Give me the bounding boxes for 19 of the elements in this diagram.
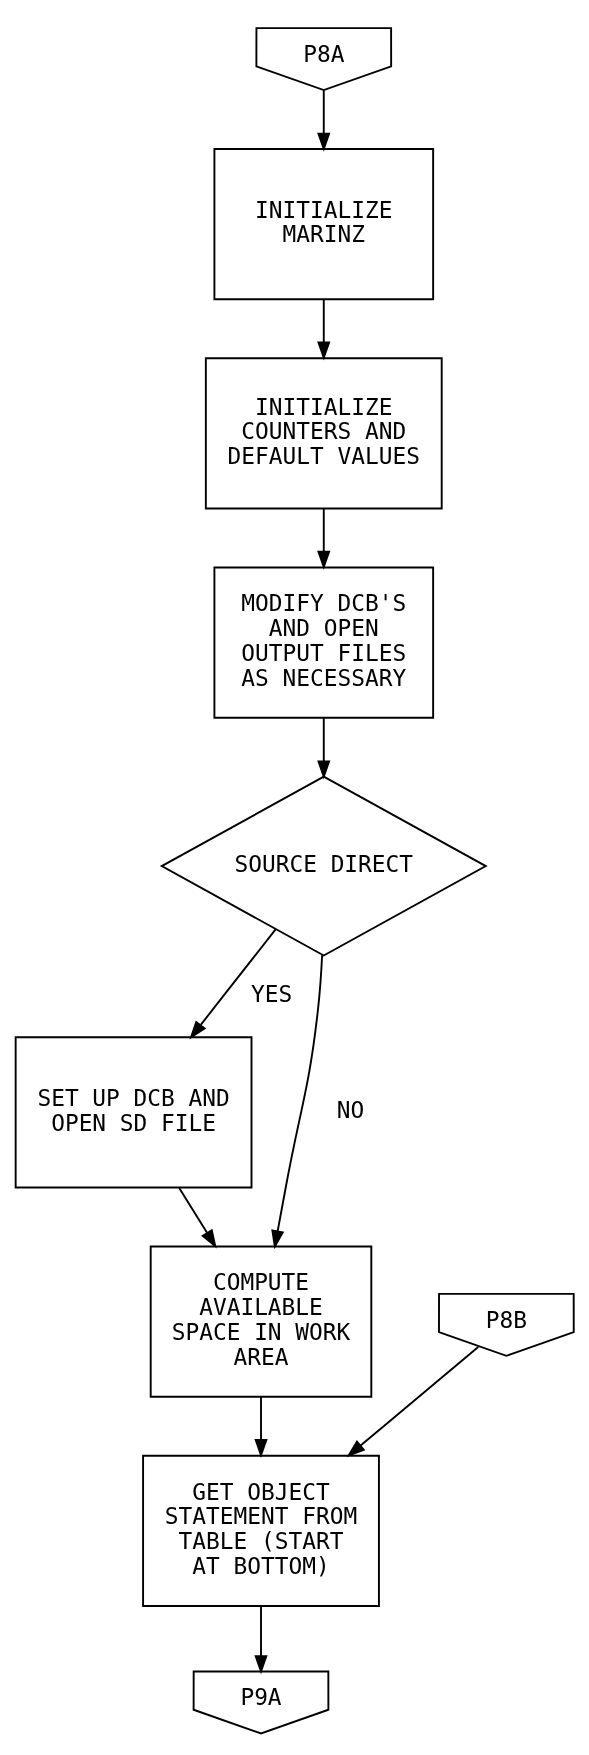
arrow [254, 1396, 268, 1459]
arrow [317, 298, 331, 361]
node-box: GET OBJECT STATEMENT FROM TABLE (START AT BOTTOM) [142, 1454, 380, 1607]
node-box: COMPUTE AVAILABLE SPACE IN WORK AREA [149, 1245, 373, 1398]
arrow [317, 717, 331, 780]
arrow [317, 507, 331, 570]
edge-label: YES [251, 981, 293, 1008]
arrow [189, 928, 277, 1040]
node-box: SET UP DCB AND OPEN SD FILE [14, 1036, 253, 1189]
node-box: INITIALIZE COUNTERS AND DEFAULT VALUES [204, 357, 443, 510]
node-box: MODIFY DCB'S AND OPEN OUTPUT FILES AS NECESSARY [213, 566, 435, 719]
arrow [346, 1346, 480, 1458]
edge-label: NO [336, 1097, 365, 1124]
arrow [254, 1605, 268, 1675]
node-diamond: SOURCE DIRECT [159, 775, 488, 957]
arrow [317, 89, 331, 152]
node-box: INITIALIZE MARINZ [213, 148, 435, 301]
arrow [178, 1186, 217, 1249]
arrow [271, 954, 324, 1250]
